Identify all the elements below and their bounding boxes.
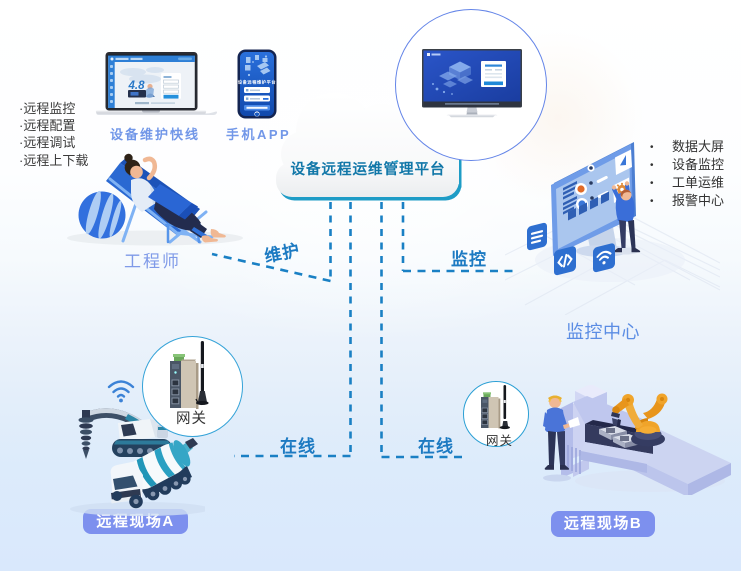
- svg-text:设备远程运维管理平台: 设备远程运维管理平台: [291, 160, 446, 178]
- svg-text:4.8: 4.8: [128, 80, 146, 92]
- svg-text:设备远程维护平台: 设备远程维护平台: [238, 79, 276, 86]
